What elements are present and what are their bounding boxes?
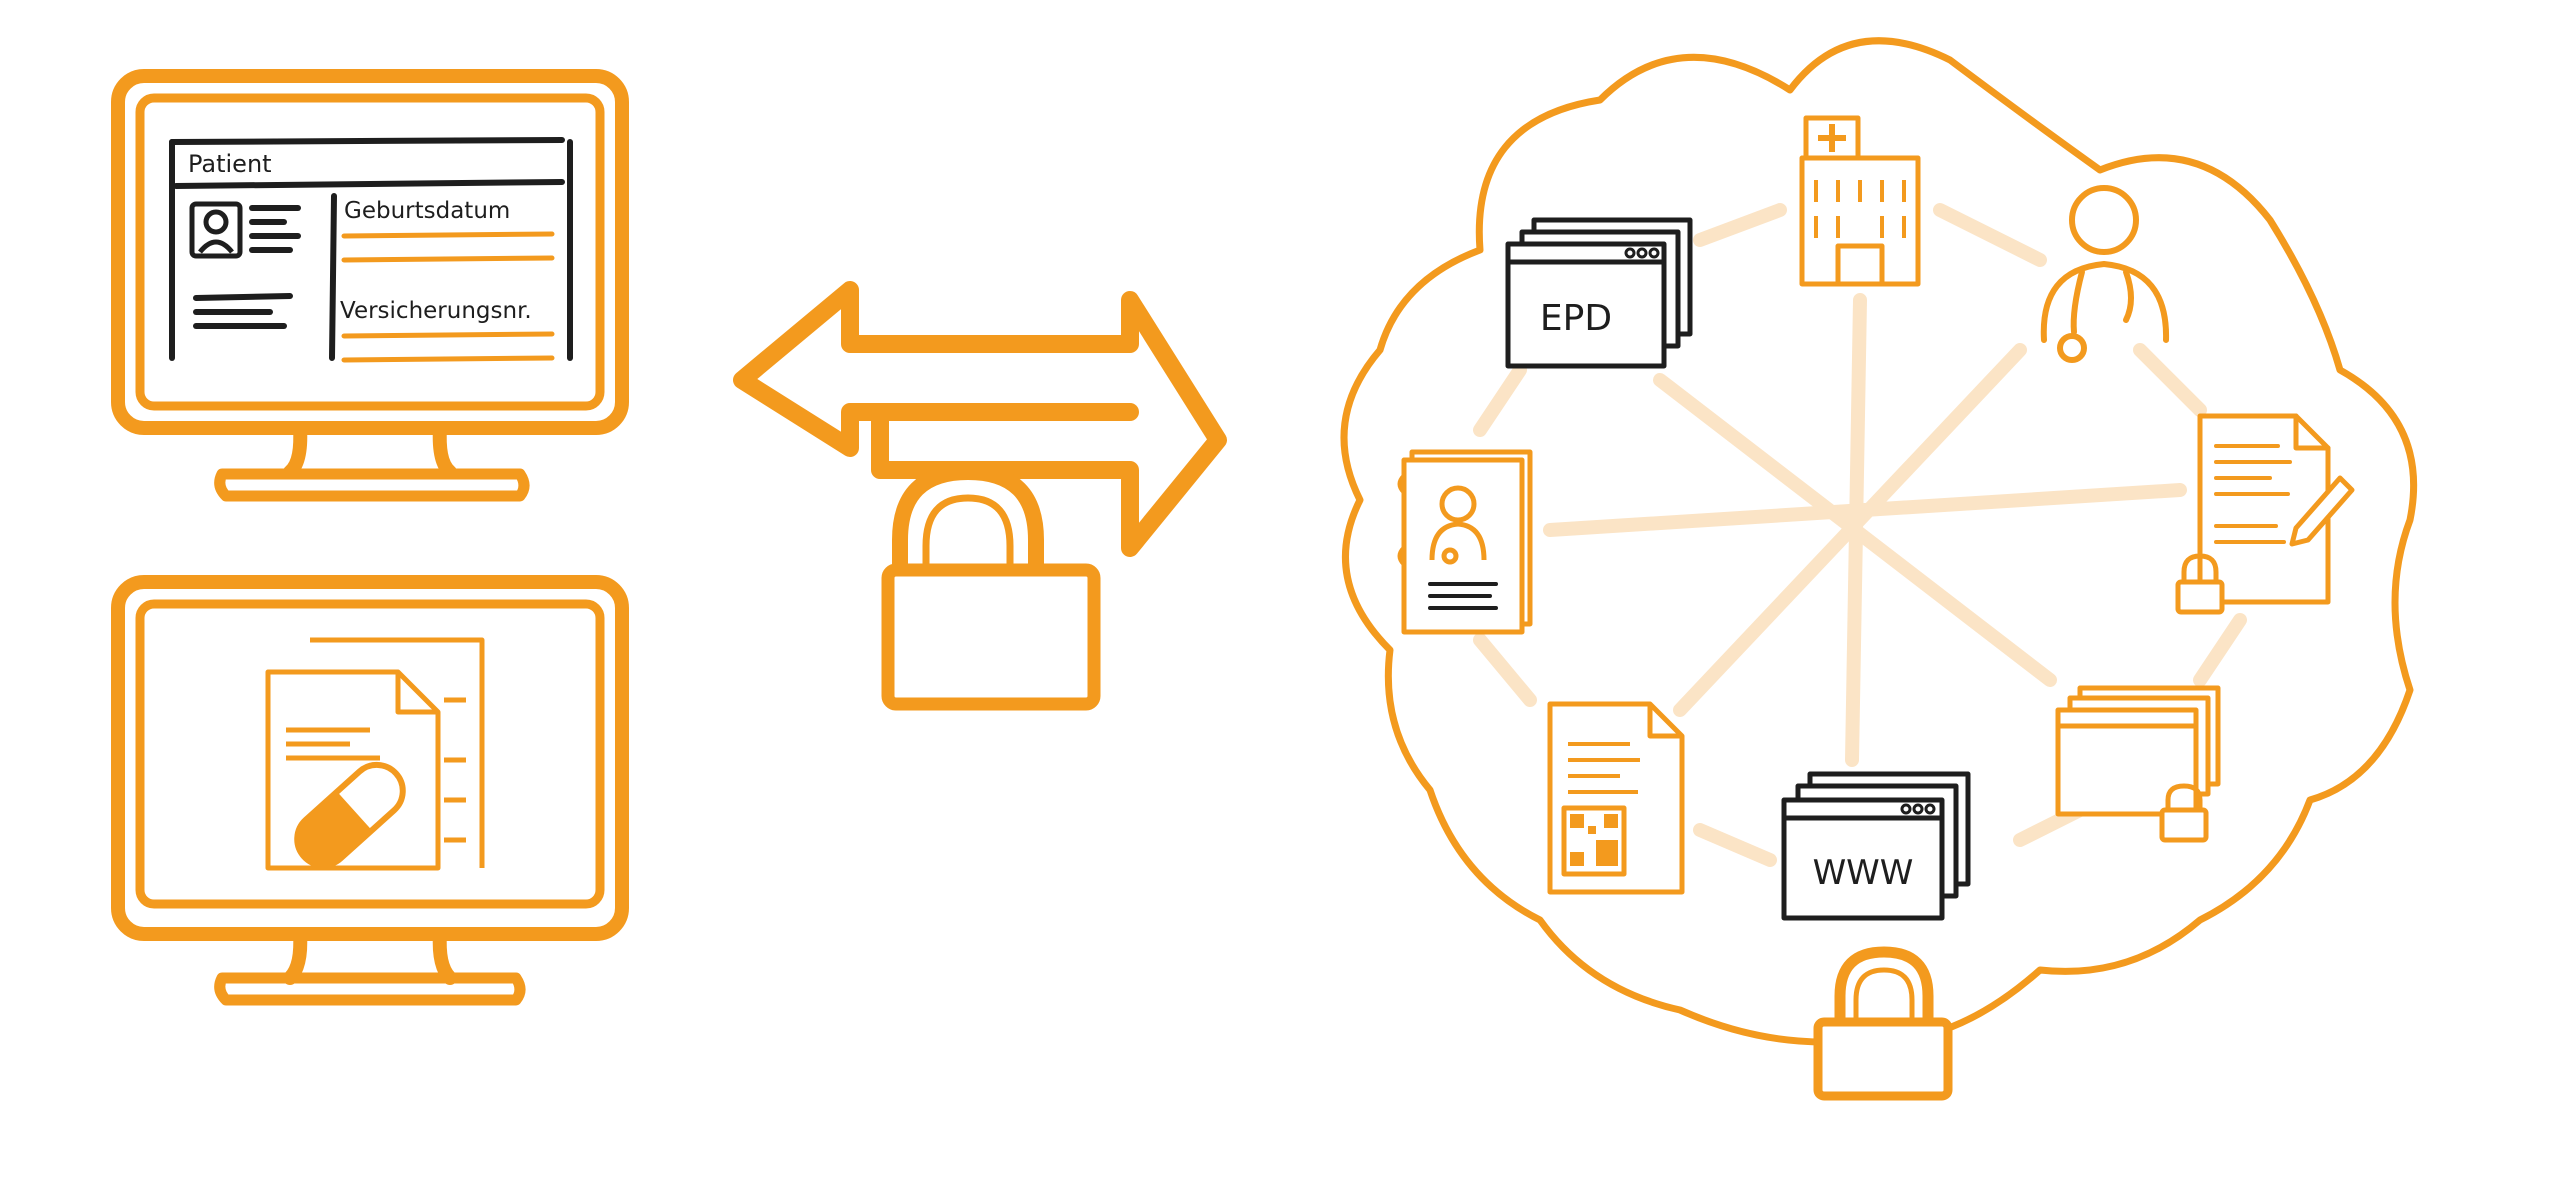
epd-label: EPD [1540,298,1612,339]
hospital-icon [1799,115,1921,287]
double-arrow-icon [733,281,1227,557]
locked-window-stack-icon [2055,685,2221,843]
monitor-medication [111,575,629,1006]
www-label: WWW [1813,853,1914,893]
network-connector-lines [1473,203,2247,867]
patient-info-lines [193,205,301,329]
insurance-number-field-label: Versicherungsnr. [340,298,532,324]
qr-document-icon [1547,701,1685,895]
locked-document-icon [2175,413,2355,615]
patient-form-window [169,137,573,361]
monitor-patient-record [111,69,629,502]
patient-booklet-icon [1397,449,1533,635]
patient-booklet-lines [1428,582,1498,610]
patient-header-label: Patient [188,150,272,178]
birthdate-field-label: Geburtsdatum [344,198,510,224]
pill-capsule-icon [294,761,406,869]
doctor-icon [2040,185,2170,363]
form-input-lines [341,231,555,363]
patient-photo-icon [189,201,243,259]
www-window-stack-icon [1781,771,1971,921]
cloud-padlock-icon [1813,946,1953,1101]
padlock-icon [881,463,1101,711]
epd-window-stack-icon [1505,217,1693,369]
